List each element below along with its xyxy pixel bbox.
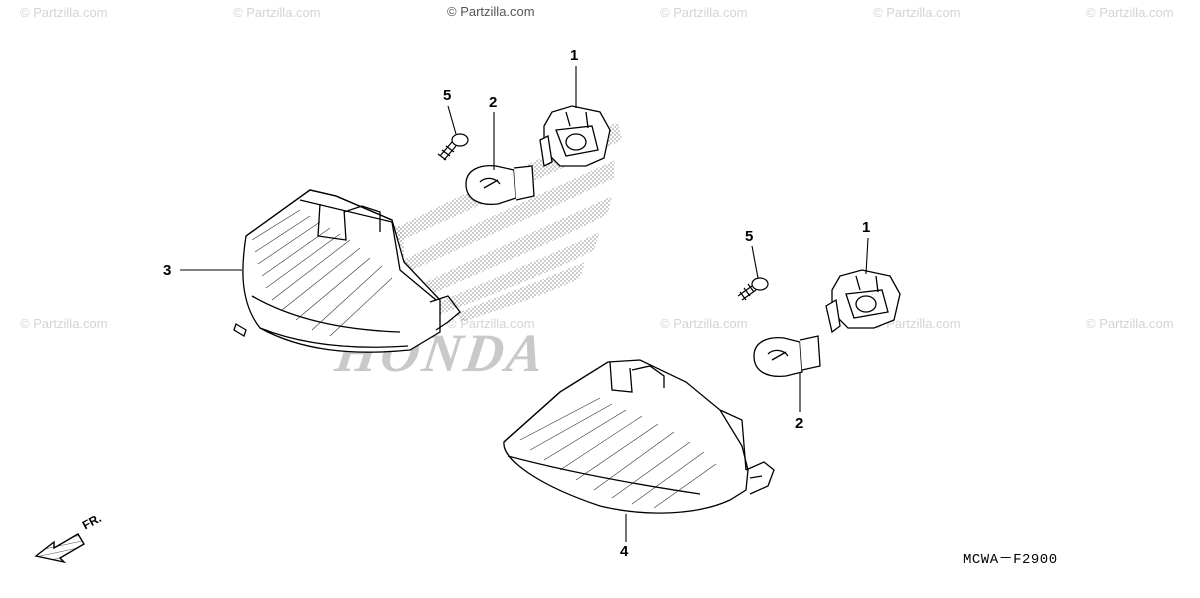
left-winker-lens xyxy=(233,189,461,353)
watermark: © Partzilla.com xyxy=(20,316,108,331)
right-screw xyxy=(737,277,769,301)
callout-screw: 5 xyxy=(443,87,452,104)
watermark: © Partzilla.com xyxy=(447,4,535,19)
callout-screw: 5 xyxy=(745,228,754,245)
forward-direction-arrow-icon xyxy=(34,533,85,564)
leader-lines xyxy=(180,66,869,542)
watermark: © Partzilla.com xyxy=(20,5,108,20)
callout-lens: 3 xyxy=(163,262,172,279)
right-lens-texture xyxy=(519,397,717,509)
watermark: © Partzilla.com xyxy=(447,316,535,331)
left-bulb xyxy=(465,164,535,206)
watermark: © Partzilla.com xyxy=(873,5,961,20)
callout-bulb: 2 xyxy=(795,415,804,432)
watermark: © Partzilla.com xyxy=(660,316,748,331)
left-lens-texture xyxy=(251,209,393,337)
watermark: © Partzilla.com xyxy=(233,5,321,20)
callout-lens: 4 xyxy=(620,543,629,560)
left-socket xyxy=(539,105,611,167)
right-socket xyxy=(825,269,901,334)
watermark: © Partzilla.com xyxy=(1086,316,1174,331)
callout-socket: 1 xyxy=(570,47,579,64)
watermark: © Partzilla.com xyxy=(1086,5,1174,20)
left-screw xyxy=(437,133,469,161)
watermark: © Partzilla.com xyxy=(660,5,748,20)
watermark: © Partzilla.com xyxy=(873,316,961,331)
right-winker-lens xyxy=(503,359,775,514)
right-bulb xyxy=(753,335,821,378)
callout-bulb: 2 xyxy=(489,94,498,111)
diagram-code: MCWA－F2900 xyxy=(963,552,1058,568)
callout-socket: 1 xyxy=(862,219,871,236)
